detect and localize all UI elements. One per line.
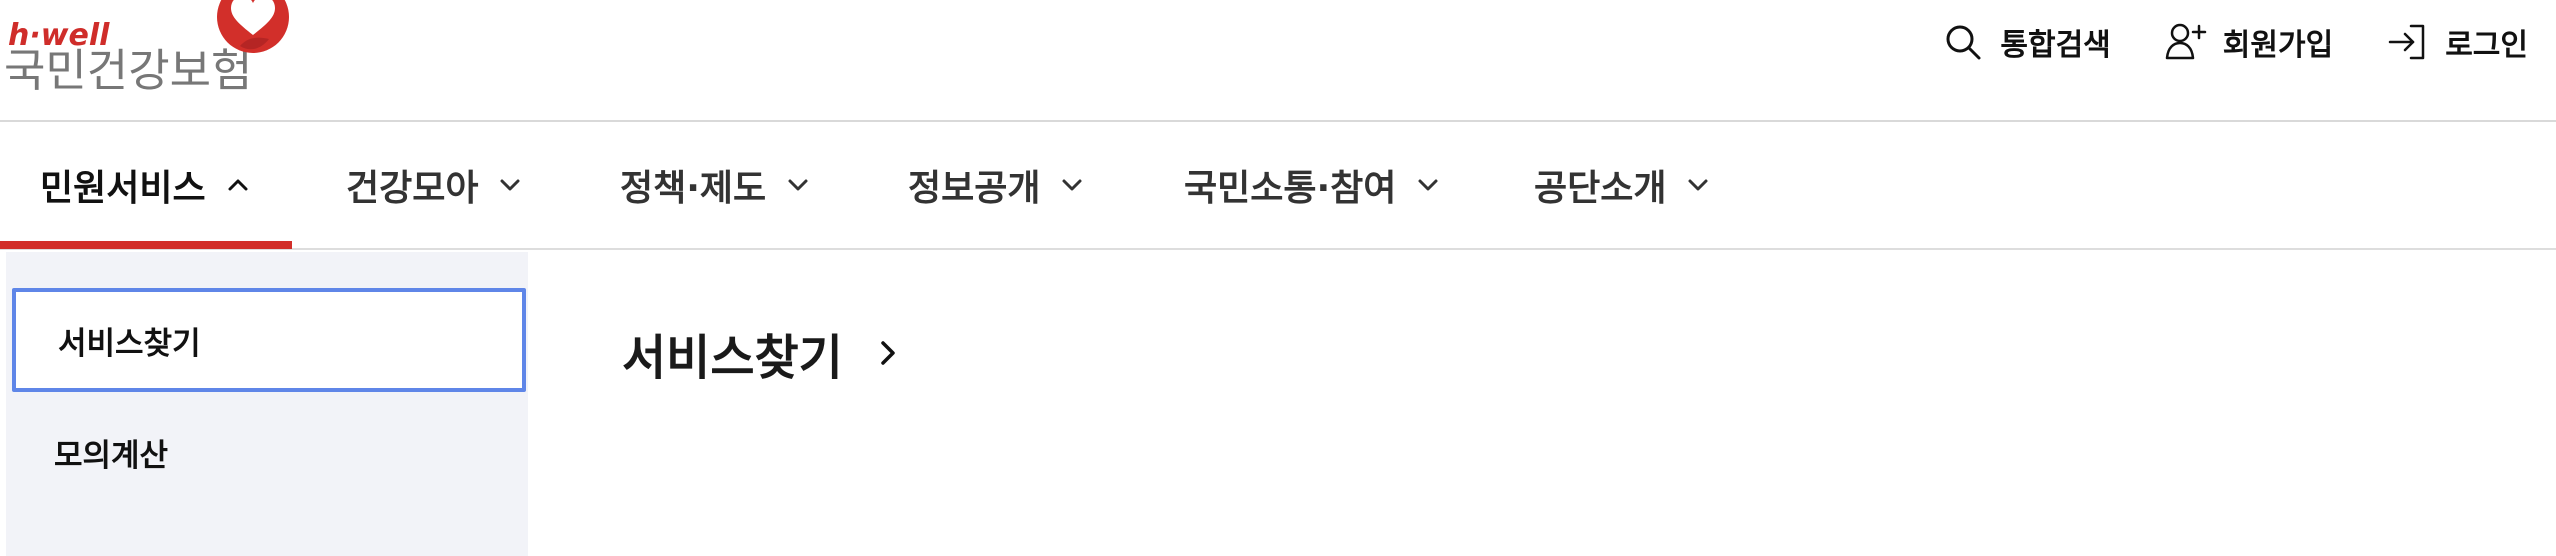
chevron-right-icon — [871, 336, 905, 370]
nav-item-label: 정보공개 — [908, 168, 1041, 209]
header-utility-links: 통합검색 회원가입 — [1940, 18, 2528, 66]
logo-subtitle: h·well — [8, 18, 110, 53]
heart-logo-icon — [214, 0, 292, 64]
chevron-down-icon — [496, 171, 524, 199]
login-link[interactable]: 로그인 — [2385, 19, 2528, 65]
nav-item-label: 정책·제도 — [620, 168, 767, 209]
nav-item-policy-system[interactable]: 정책·제도 — [620, 122, 812, 248]
site-header: h·well 국민건강보험 통합검색 — [0, 0, 2556, 122]
chevron-down-icon — [784, 171, 812, 199]
nhis-logo[interactable]: h·well 국민건강보험 — [4, 0, 314, 110]
sidebar-item-label: 서비스찾기 — [58, 325, 201, 362]
sidebar-item-label: 모의계산 — [54, 437, 169, 474]
signup-link[interactable]: 회원가입 — [2163, 19, 2333, 65]
search-icon — [1940, 19, 1986, 65]
nav-item-label: 공단소개 — [1534, 168, 1667, 209]
page-title-text: 서비스찾기 — [622, 330, 843, 386]
sidebar-item-find-service[interactable]: 서비스찾기 — [12, 288, 526, 392]
user-plus-icon — [2163, 19, 2209, 65]
login-link-label: 로그인 — [2445, 28, 2528, 63]
signup-link-label: 회원가입 — [2222, 28, 2334, 63]
sidebar-item-mock-calculation[interactable]: 모의계산 — [12, 400, 526, 504]
nav-item-label: 국민소통·참여 — [1184, 168, 1397, 209]
search-link-label: 통합검색 — [2000, 28, 2111, 63]
nav-item-about-corporation[interactable]: 공단소개 — [1534, 122, 1712, 248]
chevron-down-icon — [1414, 171, 1442, 199]
nav-item-civil-services[interactable]: 민원서비스 — [0, 122, 292, 249]
main-navigation: 민원서비스 건강모아 정책·제도 정보공 — [0, 122, 2556, 250]
search-link[interactable]: 통합검색 — [1940, 19, 2111, 65]
page-title[interactable]: 서비스찾기 — [622, 318, 905, 388]
login-icon — [2385, 19, 2431, 65]
nav-item-label: 민원서비스 — [40, 168, 206, 209]
nav-item-public-participation[interactable]: 국민소통·참여 — [1184, 122, 1442, 248]
nav-item-health-moa[interactable]: 건강모아 — [346, 122, 524, 248]
chevron-up-icon — [224, 171, 252, 199]
nav-item-information-disclosure[interactable]: 정보공개 — [908, 122, 1086, 248]
nav-item-label: 건강모아 — [346, 168, 479, 209]
service-sidebar: 서비스찾기 모의계산 — [6, 252, 528, 556]
logo-name: 국민건강보험 — [4, 44, 253, 97]
chevron-down-icon — [1058, 171, 1086, 199]
chevron-down-icon — [1684, 171, 1712, 199]
